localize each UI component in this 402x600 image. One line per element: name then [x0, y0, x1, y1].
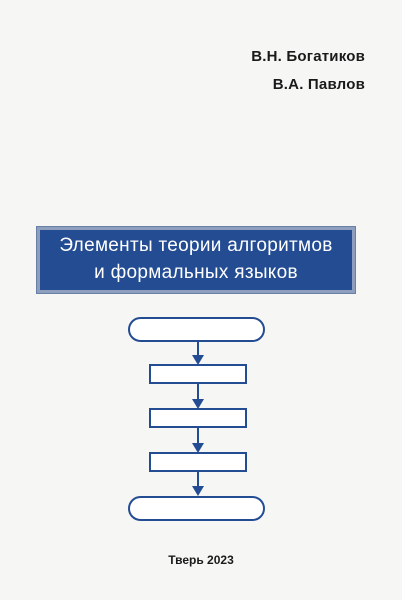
title-banner: Элементы теории алгоритмов и формальных … — [37, 227, 355, 293]
book-title-line: Элементы теории алгоритмов — [59, 235, 333, 256]
book-title-line: и формальных языков — [94, 262, 298, 283]
author-name: В.Н. Богатиков — [251, 48, 365, 65]
author-name: В.А. Павлов — [272, 76, 365, 93]
flowchart-end-terminator — [128, 496, 265, 521]
flowchart-arrowhead — [192, 355, 204, 365]
flowchart-process-block — [149, 452, 247, 472]
flowchart-process-block — [149, 364, 247, 384]
flowchart-start-terminator — [128, 317, 265, 342]
publication-place-year: Тверь 2023 — [168, 553, 234, 567]
flowchart-arrowhead — [192, 443, 204, 453]
flowchart-arrowhead — [192, 399, 204, 409]
flowchart-arrowhead — [192, 486, 204, 496]
flowchart-process-block — [149, 408, 247, 428]
